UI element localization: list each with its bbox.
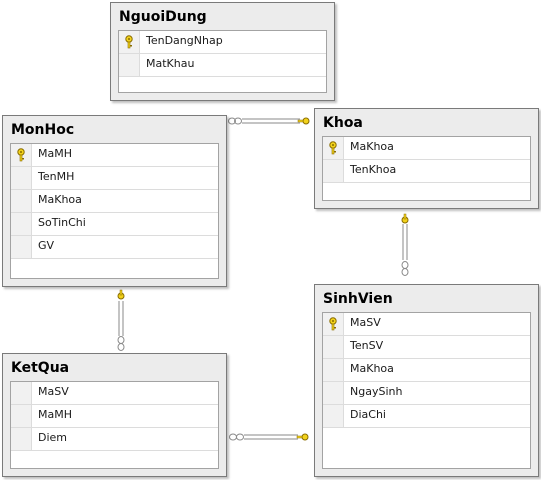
column-grid: MaSV MaMH Diem — [10, 381, 219, 469]
column-grid: MaSV TenSV MaKhoa NgaySinh DiaChi — [322, 312, 531, 469]
column-name: DiaChi — [350, 408, 386, 421]
column-name: NgaySinh — [350, 385, 403, 398]
table-title: NguoiDung — [119, 9, 207, 25]
column-row[interactable]: MaSV — [11, 382, 218, 405]
row-selector[interactable] — [119, 54, 140, 76]
row-selector[interactable] — [11, 236, 32, 258]
column-grid: TenDangNhap MatKhau — [118, 30, 327, 93]
column-row[interactable]: MaSV — [323, 313, 530, 336]
table-khoa[interactable]: Khoa MaKhoa TenKhoa — [314, 108, 539, 209]
row-selector[interactable] — [323, 382, 344, 404]
table-monhoc[interactable]: MonHoc MaMH TenMH MaKhoa SoTinChi GV — [2, 115, 227, 287]
row-selector[interactable] — [11, 428, 32, 450]
row-selector[interactable] — [119, 31, 140, 53]
column-name: TenKhoa — [350, 163, 397, 176]
column-name: MatKhau — [146, 57, 195, 70]
column-name: Diem — [38, 431, 68, 444]
row-selector[interactable] — [323, 359, 344, 381]
row-selector[interactable] — [11, 213, 32, 235]
column-name: MaKhoa — [350, 140, 394, 153]
table-title: Khoa — [323, 115, 363, 131]
column-name: MaKhoa — [350, 362, 394, 375]
row-selector[interactable] — [323, 405, 344, 427]
column-row[interactable]: MaKhoa — [323, 137, 530, 160]
column-name: TenDangNhap — [146, 34, 223, 47]
column-row[interactable]: MaMH — [11, 144, 218, 167]
column-name: MaSV — [350, 316, 381, 329]
relationship-monhoc-ketqua[interactable] — [117, 289, 125, 351]
primary-key-icon — [329, 141, 337, 155]
relationship-monhoc-khoa[interactable] — [228, 117, 310, 125]
relationship-ketqua-sinhvien[interactable] — [229, 433, 309, 441]
column-row[interactable]: MaKhoa — [323, 359, 530, 382]
primary-key-icon — [17, 148, 25, 162]
column-row[interactable]: Diem — [11, 428, 218, 451]
row-selector[interactable] — [323, 137, 344, 159]
table-title: KetQua — [11, 360, 70, 376]
table-title: SinhVien — [323, 291, 393, 307]
column-row[interactable]: GV — [11, 236, 218, 259]
row-selector[interactable] — [323, 336, 344, 358]
column-name: MaKhoa — [38, 193, 82, 206]
row-selector[interactable] — [11, 167, 32, 189]
row-selector[interactable] — [323, 313, 344, 335]
column-row[interactable]: NgaySinh — [323, 382, 530, 405]
table-title: MonHoc — [11, 122, 75, 138]
column-row[interactable]: MatKhau — [119, 54, 326, 77]
table-sinhvien[interactable]: SinhVien MaSV TenSV MaKhoa NgaySinh DiaC… — [314, 284, 539, 477]
column-name: TenMH — [38, 170, 75, 183]
column-row[interactable]: TenSV — [323, 336, 530, 359]
column-grid: MaMH TenMH MaKhoa SoTinChi GV — [10, 143, 219, 279]
row-selector[interactable] — [11, 144, 32, 166]
row-selector[interactable] — [11, 190, 32, 212]
column-name: SoTinChi — [38, 216, 86, 229]
column-row[interactable]: TenMH — [11, 167, 218, 190]
column-name: MaMH — [38, 147, 72, 160]
primary-key-icon — [125, 35, 133, 49]
primary-key-icon — [329, 317, 337, 331]
column-row[interactable]: SoTinChi — [11, 213, 218, 236]
column-name: MaMH — [38, 408, 72, 421]
column-name: TenSV — [350, 339, 384, 352]
row-selector[interactable] — [323, 160, 344, 182]
column-name: MaSV — [38, 385, 69, 398]
column-grid: MaKhoa TenKhoa — [322, 136, 531, 201]
column-row[interactable]: TenDangNhap — [119, 31, 326, 54]
row-selector[interactable] — [11, 405, 32, 427]
column-row[interactable]: DiaChi — [323, 405, 530, 428]
relationship-khoa-sinhvien[interactable] — [401, 213, 409, 276]
column-row[interactable]: TenKhoa — [323, 160, 530, 183]
table-ketqua[interactable]: KetQua MaSV MaMH Diem — [2, 353, 227, 477]
column-name: GV — [38, 239, 55, 252]
table-nguoidung[interactable]: NguoiDung TenDangNhap MatKhau — [110, 2, 335, 101]
column-row[interactable]: MaKhoa — [11, 190, 218, 213]
column-row[interactable]: MaMH — [11, 405, 218, 428]
row-selector[interactable] — [11, 382, 32, 404]
